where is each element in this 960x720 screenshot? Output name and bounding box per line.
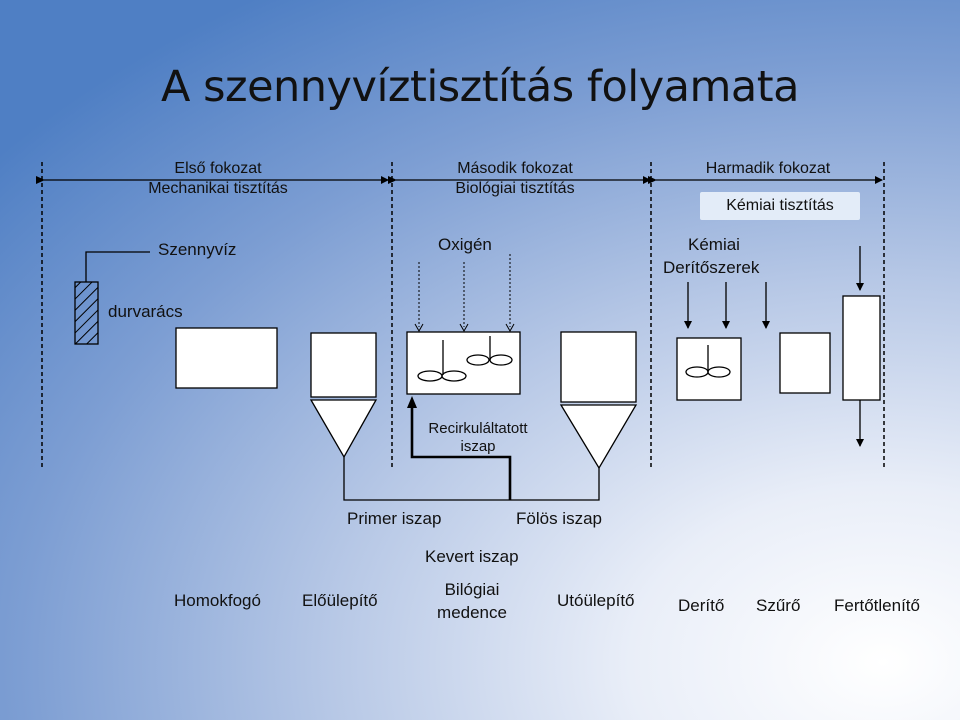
stage-3-subtitle: Kémiai tisztítás	[726, 197, 834, 214]
recirculated-sludge-label-2: iszap	[460, 438, 496, 455]
recirculation-pipe	[410, 403, 512, 500]
postsettler-tank	[559, 331, 638, 470]
stage-1-subtitle: Mechanikai tisztítás	[148, 180, 288, 197]
presettler-label: Előülepítő	[302, 591, 378, 610]
presettler-tank	[309, 332, 378, 459]
clarifier-label: Derítő	[678, 596, 725, 615]
chemicals-label: Kémiai	[688, 235, 740, 254]
clarifier-tank	[676, 337, 742, 401]
filter-unit	[779, 332, 831, 394]
basin-label-1: Bilógiai	[444, 580, 500, 599]
disinfector-unit	[842, 295, 881, 401]
flocculants-label: Derítőszerek	[663, 258, 760, 277]
inlet-pipe	[85, 251, 150, 282]
basin-label-2: medence	[437, 603, 507, 622]
grit-chamber-label: Homokfogó	[174, 591, 261, 610]
disinfector-label: Fertőtlenítő	[834, 596, 920, 615]
recirculated-sludge-label-1: Recirkuláltatott	[428, 420, 528, 437]
mixed-sludge-label: Kevert iszap	[425, 547, 519, 566]
basin-mixers	[417, 336, 513, 382]
stage-separators	[41, 162, 885, 470]
oxygen-inlets	[418, 254, 511, 327]
screen-label: durvarács	[108, 302, 183, 321]
stage-3-title: Harmadik fokozat	[705, 160, 831, 177]
stage-2-title: Második fokozat	[457, 160, 573, 177]
oxygen-label: Oxigén	[438, 235, 492, 254]
filter-label: Szűrő	[756, 596, 801, 615]
oxygen-arrowheads	[414, 323, 515, 333]
recirculation-arrowhead	[407, 396, 417, 408]
excess-sludge-label: Fölös iszap	[516, 509, 602, 528]
postsettler-label: Utóülepítő	[557, 591, 635, 610]
grit-chamber	[175, 327, 278, 389]
stage-1-title: Első fokozat	[174, 160, 262, 177]
stage-2-subtitle: Biológiai tisztítás	[455, 180, 575, 197]
stage-3-subtitle-box	[700, 192, 860, 220]
wastewater-label: Szennyvíz	[158, 240, 237, 259]
clarifier-mixer	[685, 345, 731, 378]
coarse-screen	[74, 281, 99, 345]
sludge-pipes	[343, 457, 600, 501]
chemical-inlets	[684, 282, 770, 329]
page-title: A szennyvíztisztítás folyamata	[161, 62, 799, 112]
biological-basin	[406, 331, 521, 395]
primary-sludge-label: Primer iszap	[347, 509, 442, 528]
